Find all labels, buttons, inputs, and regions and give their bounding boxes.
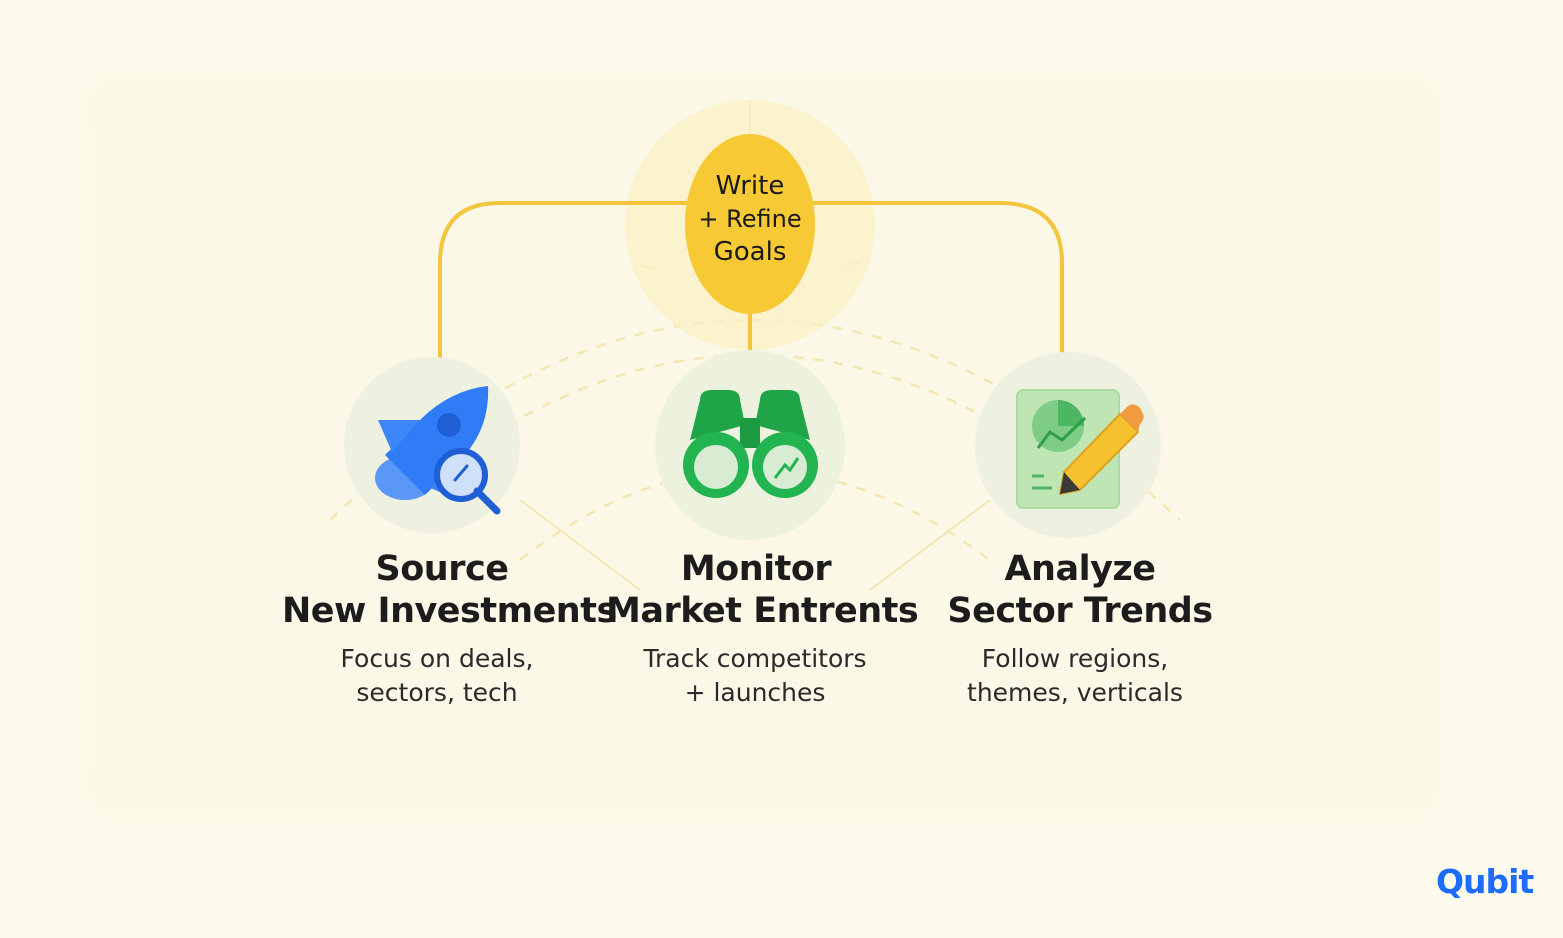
card-title-line: Monitor [680,549,832,589]
connector-right [808,201,1064,397]
card-title-monitor: Monitor Market Entrents [606,548,919,632]
card-desc-analyze: Follow regions, themes, verticals [930,642,1220,710]
binoculars-icon [683,390,818,498]
card-title-analyze: Analyze Sector Trends [935,548,1225,632]
card-title-line: New Investments [282,591,617,631]
card-desc-monitor: Track competitors + launches [610,642,900,710]
card-title-line: Sector Trends [947,591,1213,631]
hub-label: Write + Refine Goals [686,170,814,269]
card-title-source: Source New Investments [282,548,617,632]
rocket-search-icon [375,386,501,515]
hub-node [685,134,815,314]
card-desc-line: themes, verticals [967,678,1183,707]
connector-left [438,201,692,362]
card-desc-line: sectors, tech [356,678,518,707]
brand-logo: Qubit [1436,862,1534,901]
hub-line-3: Goals [713,237,787,267]
hub-line-2: + Refine [698,205,802,233]
card-desc-line: Focus on deals, [340,644,534,673]
card-title-line: Market Entrents [606,591,919,631]
ray-right [869,499,991,591]
background-arc-middle [439,353,1071,472]
card-desc-line: Follow regions, [981,644,1169,673]
hub-line-1: Write [715,171,785,201]
card-title-line: Analyze [1004,549,1156,589]
card-desc-source: Focus on deals, sectors, tech [292,642,582,710]
ray-left [519,499,641,591]
card-title-line: Source [375,549,509,589]
card-desc-line: + launches [684,678,826,707]
report-pencil-icon [1016,389,1144,509]
card-desc-line: Track competitors [643,644,867,673]
